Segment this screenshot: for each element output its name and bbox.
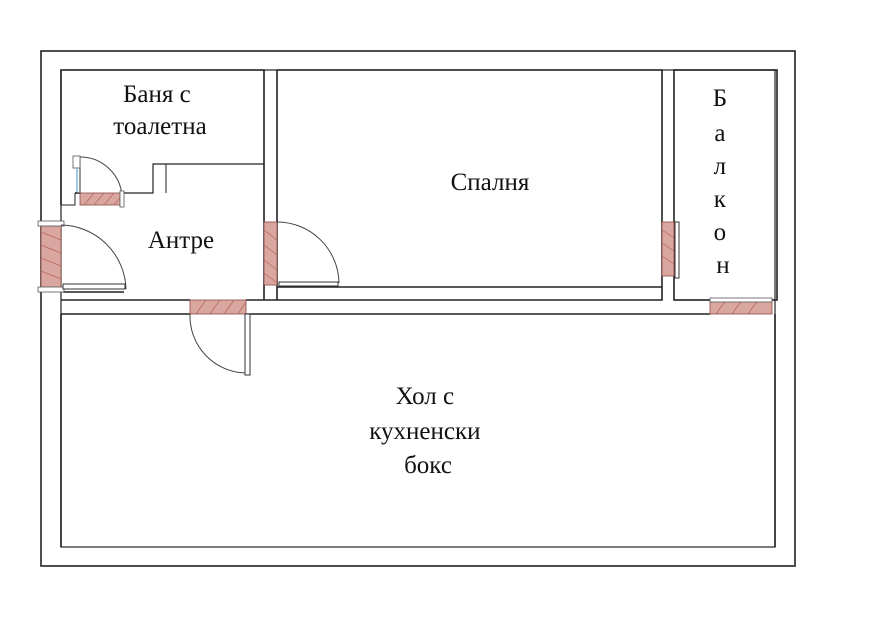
bathroom-label-line: Баня с: [123, 81, 191, 108]
living-label: Хол с кухненски бокс: [369, 383, 487, 479]
bedroom-walls: [276, 69, 663, 301]
bedroom-label: Спалня: [451, 169, 530, 196]
living-walls: [60, 314, 776, 547]
bathroom-walls: [60, 69, 265, 206]
balcony-label-letter: а: [714, 120, 725, 147]
balcony-label: Б а л к о н: [713, 85, 734, 279]
faucet-icon: [72, 155, 81, 192]
balcony-label-letter: Б: [713, 85, 727, 112]
balcony-label-letter: н: [716, 252, 729, 279]
living-label-line: кухненски: [369, 418, 480, 445]
balcony-label-letter: о: [714, 219, 727, 246]
balcony-label-letter: л: [714, 153, 726, 180]
balcony-label-letter: к: [714, 186, 727, 213]
bedroom-label-line: Спалня: [451, 169, 530, 196]
hallway-label: Антре: [148, 227, 214, 254]
bedroom-door[interactable]: [263, 221, 340, 287]
living-door[interactable]: [189, 299, 251, 376]
balcony-door[interactable]: [661, 221, 680, 279]
entrance-door[interactable]: [37, 220, 127, 293]
bathroom-label-line: тоалетна: [113, 113, 206, 140]
living-label-line: бокс: [404, 452, 452, 479]
bathroom-door[interactable]: [76, 156, 125, 208]
bathroom-label: Баня с тоалетна: [113, 81, 206, 140]
living-label-line: Хол с: [396, 383, 454, 410]
hallway-label-line: Антре: [148, 227, 214, 254]
balcony-window: [709, 297, 773, 315]
